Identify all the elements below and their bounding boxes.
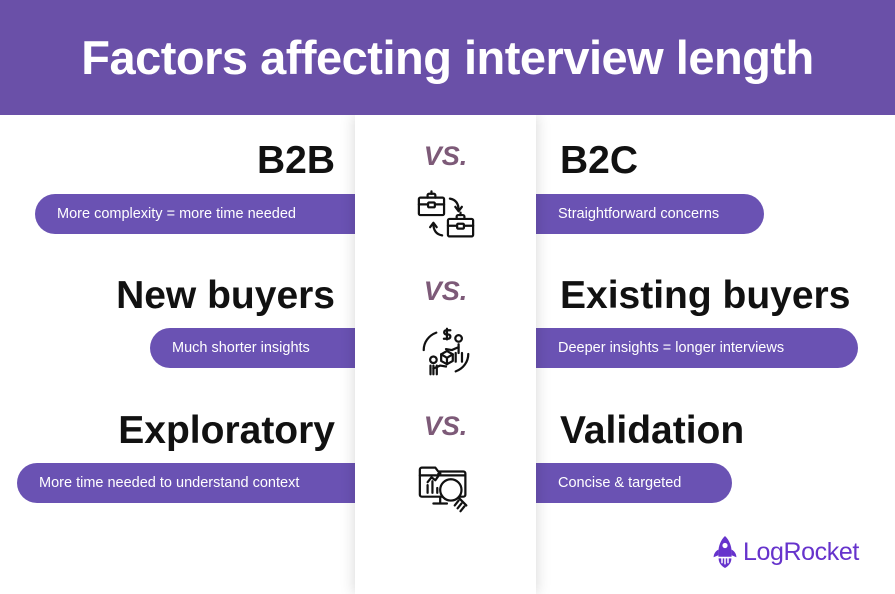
row-1-right-pill: Straightforward concerns: [536, 194, 764, 234]
center-cell-row-1: VS.: [355, 143, 536, 248]
comparison-board: VS. VS.: [0, 115, 895, 594]
two-briefcases-exchange-icon: [417, 190, 474, 238]
row-3-left-heading: Exploratory: [118, 409, 335, 452]
row-3-right-heading: Validation: [560, 409, 745, 452]
logrocket-wordmark: LogRocket: [743, 537, 859, 566]
page-title: Factors affecting interview length: [81, 31, 814, 84]
row-1-right-heading: B2C: [560, 139, 639, 182]
header-banner: Factors affecting interview length: [0, 0, 895, 115]
center-divider-card: VS. VS.: [355, 115, 536, 594]
monitor-chart-magnifier-icon: [418, 466, 467, 513]
row-2-right-heading: Existing buyers: [560, 274, 851, 317]
logrocket-logo[interactable]: LogRocket: [712, 535, 859, 569]
row-1-left-pill: More complexity = more time needed: [35, 194, 355, 234]
rocket-icon: [713, 536, 737, 568]
row-2-left-heading: New buyers: [116, 274, 335, 317]
row-2-right-pill: Deeper insights = longer interviews: [536, 328, 858, 368]
row-3-right-pill: Concise & targeted: [536, 463, 732, 503]
people-money-product-exchange-icon: [422, 327, 469, 376]
row-2-left-pill: Much shorter insights: [150, 328, 355, 368]
vs-label-row-2: VS.: [423, 276, 468, 306]
vs-label-row-1: VS.: [423, 141, 468, 171]
center-cell-row-3: VS.: [355, 413, 536, 518]
row-1-left-heading: B2B: [256, 139, 335, 182]
row-3-left-pill: More time needed to understand context: [17, 463, 355, 503]
center-cell-row-2: VS.: [355, 278, 536, 383]
vs-label-row-3: VS.: [423, 411, 468, 441]
